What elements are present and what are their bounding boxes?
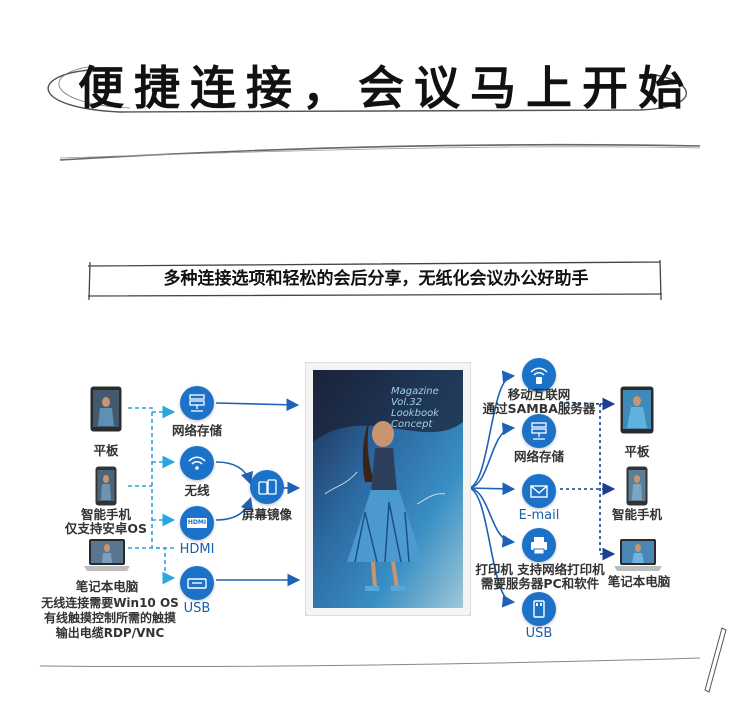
wifi-icon (180, 446, 214, 480)
right-phone-label: 智能手机 (611, 507, 662, 522)
laptop-note-3: 输出电缆RDP/VNC (55, 626, 165, 640)
mobile-internet-label-2: 通过SAMBA服务器 (482, 401, 596, 416)
left-phone-label-1: 智能手机 (80, 507, 131, 522)
right-tablet-label: 平板 (624, 444, 650, 459)
laptop-note-1: 无线连接需要Win10 OS (41, 596, 179, 610)
usb-label-left: USB (183, 601, 211, 616)
email-icon (522, 474, 556, 508)
laptop-note-2: 有线触摸控制所需的触摸 (43, 611, 176, 625)
printer-icon (522, 528, 556, 562)
mobile-internet-label-1: 移动互联网 (507, 387, 571, 402)
page-subtitle: 多种连接选项和轻松的会后分享，无纸化会议办公好助手 (163, 269, 589, 289)
right-laptop-label: 笔记本电脑 (607, 574, 671, 589)
interactive-display: Magazine Vol.32 Lookbook Concept (305, 362, 471, 616)
display-handwriting: Magazine Vol.32 Lookbook Concept (391, 386, 461, 430)
usb-label-right: USB (525, 626, 553, 641)
network-storage-icon-right (522, 414, 556, 448)
tablet-device-right (620, 386, 654, 434)
handwriting-line: Concept (391, 419, 433, 430)
hdmi-badge: HDMI (187, 519, 207, 526)
usb-icon-left (180, 566, 214, 600)
left-laptop-label: 笔记本电脑 (75, 579, 139, 594)
page-title: 便捷连接，会议马上开始 (78, 61, 694, 115)
phone-device-left (95, 466, 117, 506)
email-label: E-mail (518, 508, 560, 523)
mobile-internet-icon (522, 358, 556, 392)
tablet-device-left (90, 386, 122, 432)
handwriting-line: Vol.32 (391, 397, 423, 408)
laptop-device-left (84, 538, 130, 572)
left-network-storage-label: 网络存储 (171, 423, 222, 438)
usb-icon-right (522, 592, 556, 626)
handwriting-line: Lookbook (391, 408, 439, 419)
laptop-device-right (614, 538, 662, 572)
network-storage-icon (180, 386, 214, 420)
handwriting-line: Magazine (391, 386, 439, 397)
hdmi-label: HDMI (179, 542, 215, 557)
hdmi-icon: HDMI (180, 506, 214, 540)
printer-label-1: 打印机 支持网络打印机 (475, 562, 605, 577)
left-tablet-label: 平板 (93, 443, 119, 458)
phone-device-right (626, 466, 648, 506)
wireless-label: 无线 (184, 483, 210, 498)
screen-mirror-label: 屏幕镜像 (241, 507, 292, 522)
left-phone-label-2: 仅支持安卓OS (64, 521, 148, 536)
screen-mirror-icon (250, 470, 284, 504)
printer-label-2: 需要服务器PC和软件 (480, 576, 600, 591)
right-network-storage-label: 网络存储 (513, 449, 564, 464)
